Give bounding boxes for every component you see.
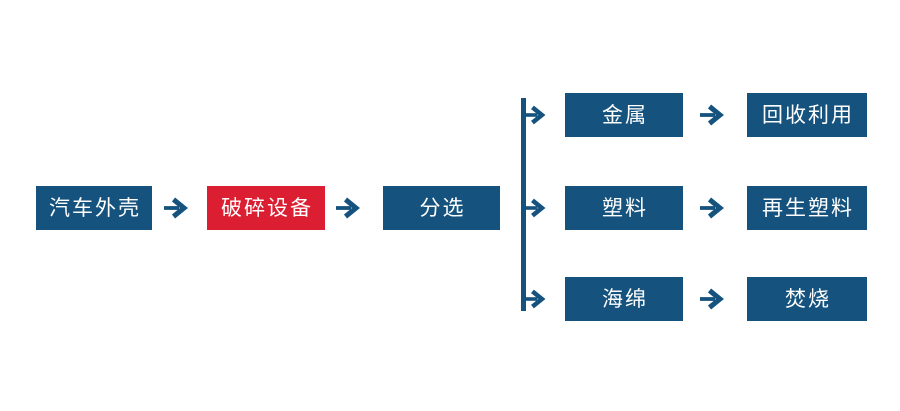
branch-arrow-right-icon xyxy=(523,289,546,309)
branch-arrow-right-icon xyxy=(523,198,546,218)
node-metal: 金属 xyxy=(565,93,683,137)
node-sorting: 分选 xyxy=(383,186,500,230)
arrow-right-icon xyxy=(700,288,724,310)
node-incineration: 焚烧 xyxy=(747,277,867,321)
arrow-right-icon xyxy=(700,197,724,219)
branch-arrow-right-icon xyxy=(523,105,546,125)
arrow-right-icon xyxy=(164,197,188,219)
node-sponge: 海绵 xyxy=(565,277,683,321)
node-crushing-equipment: 破碎设备 xyxy=(207,186,325,230)
branch-trunk-line xyxy=(521,98,526,311)
arrow-right-icon xyxy=(336,197,360,219)
node-car-shell: 汽车外壳 xyxy=(36,186,152,230)
node-plastic: 塑料 xyxy=(565,186,683,230)
arrow-right-icon xyxy=(700,104,724,126)
node-recycled-plastic: 再生塑料 xyxy=(747,186,867,230)
node-recycling: 回收利用 xyxy=(747,93,867,137)
